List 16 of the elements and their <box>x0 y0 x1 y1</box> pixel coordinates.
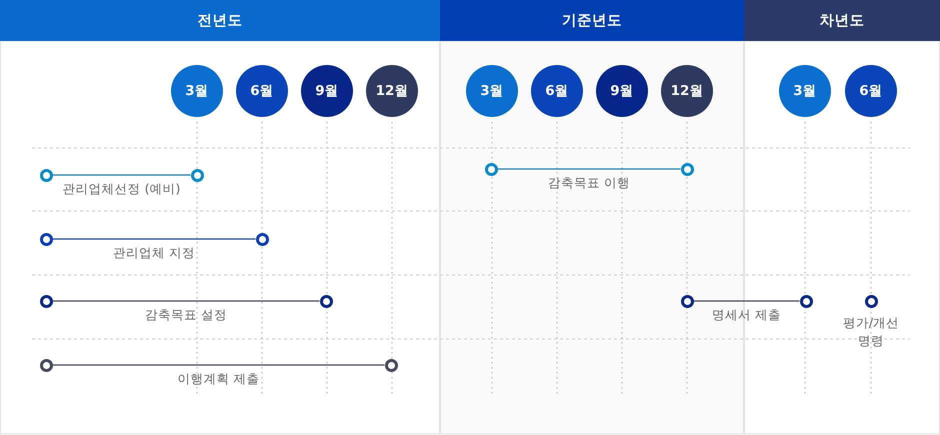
edge-label: 감축목표 설정 <box>145 307 227 324</box>
timeline-line <box>52 174 190 176</box>
timeline-line <box>52 300 320 302</box>
edge-label: 관리업체선정 (예비) <box>62 181 180 198</box>
year-header: 차년도 <box>744 0 940 41</box>
year-header: 전년도 <box>0 0 440 41</box>
edge-label: 감축목표 이행 <box>548 175 630 192</box>
timeline-line <box>52 364 384 366</box>
year-header: 기준년도 <box>440 0 744 41</box>
timeline-line <box>52 238 256 240</box>
marker-caption: 평가/개선 명령 <box>842 314 900 350</box>
timeline-line <box>498 168 680 170</box>
timeline-line <box>694 300 800 302</box>
edge-label: 관리업체 지정 <box>113 245 195 262</box>
edge-label: 이행계획 제출 <box>178 371 260 388</box>
edge-label: 명세서 제출 <box>712 307 781 324</box>
